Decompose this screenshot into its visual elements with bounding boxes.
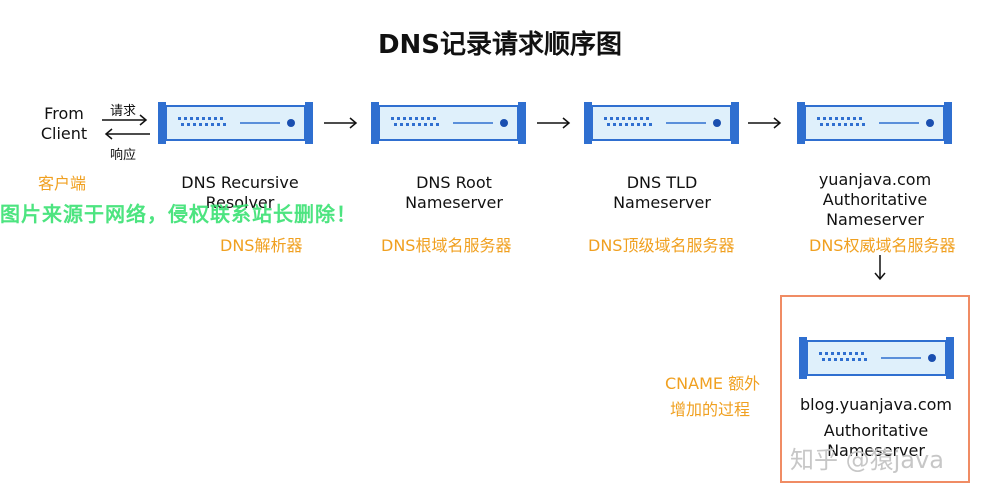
server-name-line: Nameserver [826, 210, 924, 229]
server-name-authoritative-nameserver: yuanjava.com Authoritative Nameserver [795, 170, 955, 230]
server-icon [371, 102, 526, 144]
arrow-right-icon [748, 117, 782, 129]
cname-host: blog.yuanjava.com [800, 395, 952, 414]
server-zh-label: DNS权威域名服务器 [809, 236, 956, 255]
client-zh-label: 客户端 [38, 174, 87, 193]
diagram-title: DNS记录请求顺序图 [377, 30, 623, 60]
server-icon [584, 102, 739, 144]
request-label: 请求 [110, 104, 137, 119]
server-name-line: Authoritative [822, 190, 928, 209]
cname-box [780, 295, 970, 483]
server-name-recursive-resolver: DNS Recursive Resolver [160, 173, 320, 213]
server-name-line: DNS TLD [626, 173, 698, 192]
watermark-zhihu-text: 知乎 @猿java [790, 446, 944, 474]
server-zh-label: DNS解析器 [220, 236, 303, 255]
server-name-line: DNS Root [416, 173, 492, 192]
client-label-client: Client [40, 124, 88, 143]
server-name-line: Authoritative [823, 421, 929, 440]
cname-note-line1: CNAME 额外 [665, 374, 761, 393]
arrow-down-icon [874, 255, 886, 281]
server-name-line: yuanjava.com [818, 170, 932, 189]
server-name-tld-nameserver: DNS TLD Nameserver [582, 173, 742, 213]
cname-note-line2: 增加的过程 [670, 400, 751, 419]
server-icon [799, 337, 954, 379]
request-response-arrows-icon [102, 114, 150, 140]
server-name-line: Nameserver [827, 441, 925, 460]
server-zh-label: DNS顶级域名服务器 [588, 236, 735, 255]
client-label-from: From [44, 104, 84, 123]
server-name-line: DNS Recursive [181, 173, 299, 192]
server-name-line: Nameserver [613, 193, 711, 212]
watermark-green-text: 图片来源于网络，侵权联系站长删除！ [0, 202, 357, 226]
server-zh-label: DNS根域名服务器 [381, 236, 512, 255]
server-icon [158, 102, 313, 144]
server-name-line: Resolver [205, 193, 275, 212]
response-label: 响应 [110, 148, 137, 163]
arrow-right-icon [537, 117, 571, 129]
server-icon [797, 102, 952, 144]
server-name-line: Nameserver [405, 193, 503, 212]
arrow-right-icon [324, 117, 358, 129]
server-name-root-nameserver: DNS Root Nameserver [374, 173, 534, 213]
cname-server-name: blog.yuanjava.com Authoritative Nameserv… [790, 395, 962, 461]
